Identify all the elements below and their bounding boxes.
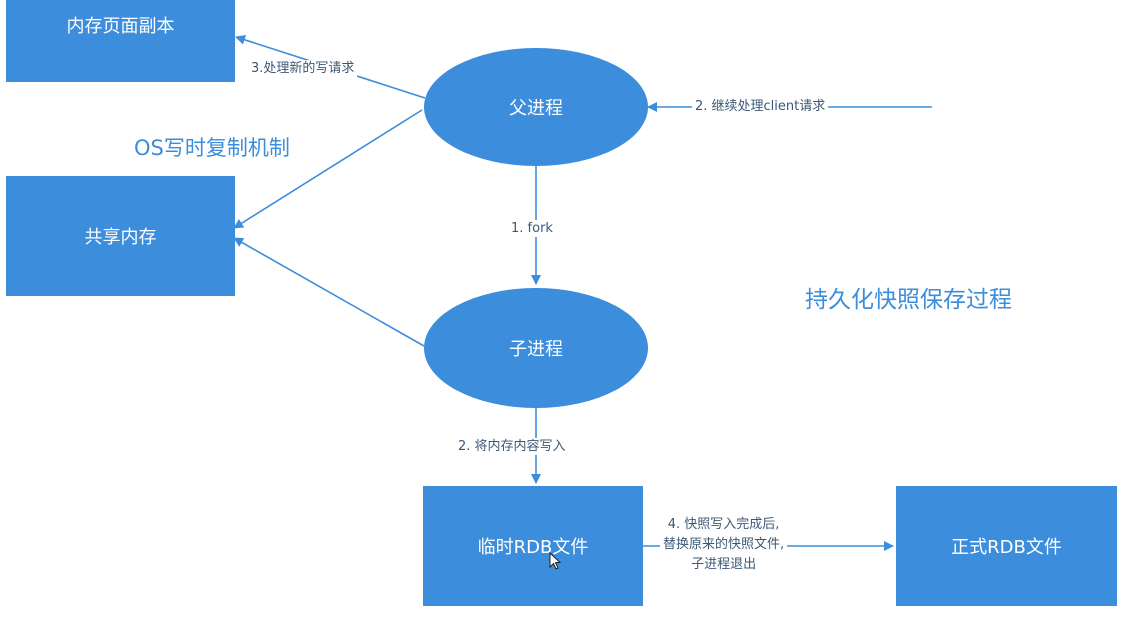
mouse-cursor-icon [549, 552, 561, 570]
memory-page-copy-label: 内存页面副本 [66, 16, 175, 37]
edge-label-write-memory: 2. 将内存内容写入 [455, 438, 569, 455]
final-rdb-file-label: 正式RDB文件 [951, 537, 1062, 558]
parent-process-label: 父进程 [509, 98, 563, 119]
memory-page-copy-box: 内存页面副本 [6, 0, 235, 82]
temp-rdb-file-box: 临时RDB文件 [423, 486, 643, 606]
edge-label-replace-snapshot-line-3: 子进程退出 [691, 557, 757, 572]
edge-label-fork: 1. fork [508, 220, 556, 237]
shared-memory-label: 共享内存 [84, 227, 157, 248]
edge-label-replace-snapshot-line-2: 替换原来的快照文件, [663, 537, 785, 552]
child-process-label: 子进程 [509, 339, 563, 360]
edge-label-continue-client: 2. 继续处理client请求 [692, 98, 829, 115]
shared-memory-box: 共享内存 [6, 176, 235, 296]
edge-label-handle-writes: 3.处理新的写请求 [248, 60, 358, 77]
edge-label-replace-snapshot-line-1: 4. 快照写入完成后, [667, 517, 780, 532]
edge-label-replace-snapshot: 4. 快照写入完成后, 替换原来的快照文件, 子进程退出 [660, 515, 788, 575]
edge-child-to-shared-memory [233, 237, 425, 347]
parent-process-ellipse: 父进程 [424, 48, 648, 166]
annotation-cow: OS写时复制机制 [134, 136, 290, 160]
final-rdb-file-box: 正式RDB文件 [896, 486, 1117, 606]
diagram-title: 持久化快照保存过程 [805, 287, 1012, 313]
edge-parent-to-shared-memory [233, 109, 423, 229]
temp-rdb-file-label: 临时RDB文件 [477, 537, 589, 558]
child-process-ellipse: 子进程 [424, 288, 648, 408]
